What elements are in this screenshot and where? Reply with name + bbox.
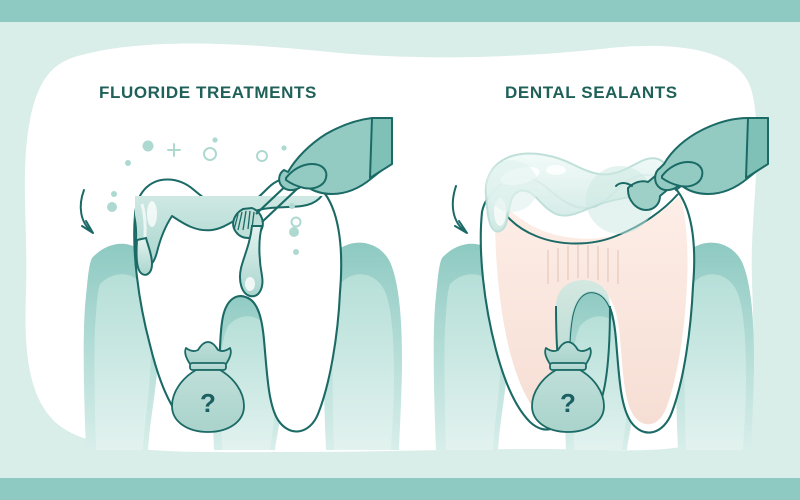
money-bag-question-mark-right: ? <box>560 388 576 418</box>
decor-plus-left <box>167 143 181 157</box>
panel-title-sealants: DENTAL SEALANTS <box>505 83 678 102</box>
gel-drip-left <box>135 236 154 276</box>
bottom-band <box>0 478 800 500</box>
applicator-brush-left <box>232 179 299 298</box>
decor-bubbles-left <box>107 137 299 255</box>
panel-sealants-illustration: ? <box>433 117 769 450</box>
gloved-hand-left <box>278 117 393 195</box>
panel-title-fluoride: FLUORIDE TREATMENTS <box>99 83 317 102</box>
money-bag-question-mark-left: ? <box>200 388 216 418</box>
money-bag-right: ? <box>531 341 605 433</box>
money-bag-left: ? <box>171 341 245 433</box>
arrow-right <box>451 185 468 234</box>
panel-fluoride-illustration: ? <box>79 117 402 450</box>
sealant-halo2-right <box>486 160 538 212</box>
top-band <box>0 0 800 22</box>
gloved-hand-right <box>654 117 769 195</box>
enamel-line-right <box>495 193 679 245</box>
arrow-left <box>79 189 94 234</box>
decor-outline-bubbles-left <box>203 147 302 228</box>
